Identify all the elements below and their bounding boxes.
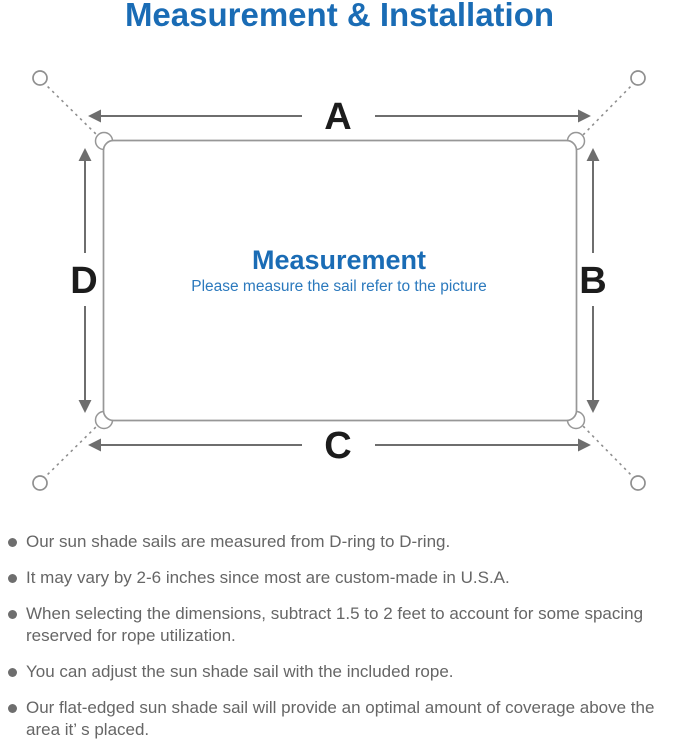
page-title: Measurement & Installation — [124, 0, 555, 33]
guy-line-bottom-left — [42, 421, 102, 480]
bullet-icon — [8, 538, 17, 547]
note-text: You can adjust the sun shade sail with t… — [26, 662, 454, 681]
anchor-ring-bottom-left-icon — [32, 475, 48, 491]
dim-label-b: B — [579, 260, 606, 302]
diagram-center-subtitle: Please measure the sail refer to the pic… — [191, 278, 487, 295]
list-item: When selecting the dimensions, subtract … — [0, 603, 668, 647]
sail-outline — [102, 139, 578, 422]
dim-label-c: C — [324, 425, 351, 467]
note-text: It may vary by 2-6 inches since most are… — [26, 568, 510, 587]
measurement-diagram: A B C D Measurement Please measure the s… — [32, 70, 646, 491]
bullet-icon — [8, 704, 17, 713]
bullet-icon — [8, 574, 17, 583]
list-item: You can adjust the sun shade sail with t… — [0, 661, 668, 683]
note-text: Our flat-edged sun shade sail will provi… — [26, 698, 655, 739]
measurement-infographic: { "title": "Measurement & Installation",… — [8, 0, 655, 739]
guy-line-bottom-right — [578, 421, 636, 480]
list-item: Our flat-edged sun shade sail will provi… — [0, 697, 668, 741]
list-item: Our sun shade sails are measured from D-… — [0, 531, 668, 553]
diagram-center-heading: Measurement — [252, 245, 426, 275]
dim-label-d: D — [70, 260, 97, 302]
guy-line-top-right — [578, 81, 636, 140]
bullet-icon — [8, 610, 17, 619]
anchor-ring-top-left-icon — [32, 70, 48, 86]
note-text: Our sun shade sails are measured from D-… — [26, 532, 451, 551]
anchor-ring-top-right-icon — [630, 70, 646, 86]
note-text: When selecting the dimensions, subtract … — [26, 604, 644, 645]
list-item: It may vary by 2-6 inches since most are… — [0, 567, 668, 589]
anchor-ring-bottom-right-icon — [630, 475, 646, 491]
guy-line-top-left — [42, 81, 102, 140]
bullet-icon — [8, 668, 17, 677]
dim-label-a: A — [324, 96, 351, 138]
notes-list: Our sun shade sails are measured from D-… — [0, 531, 668, 755]
